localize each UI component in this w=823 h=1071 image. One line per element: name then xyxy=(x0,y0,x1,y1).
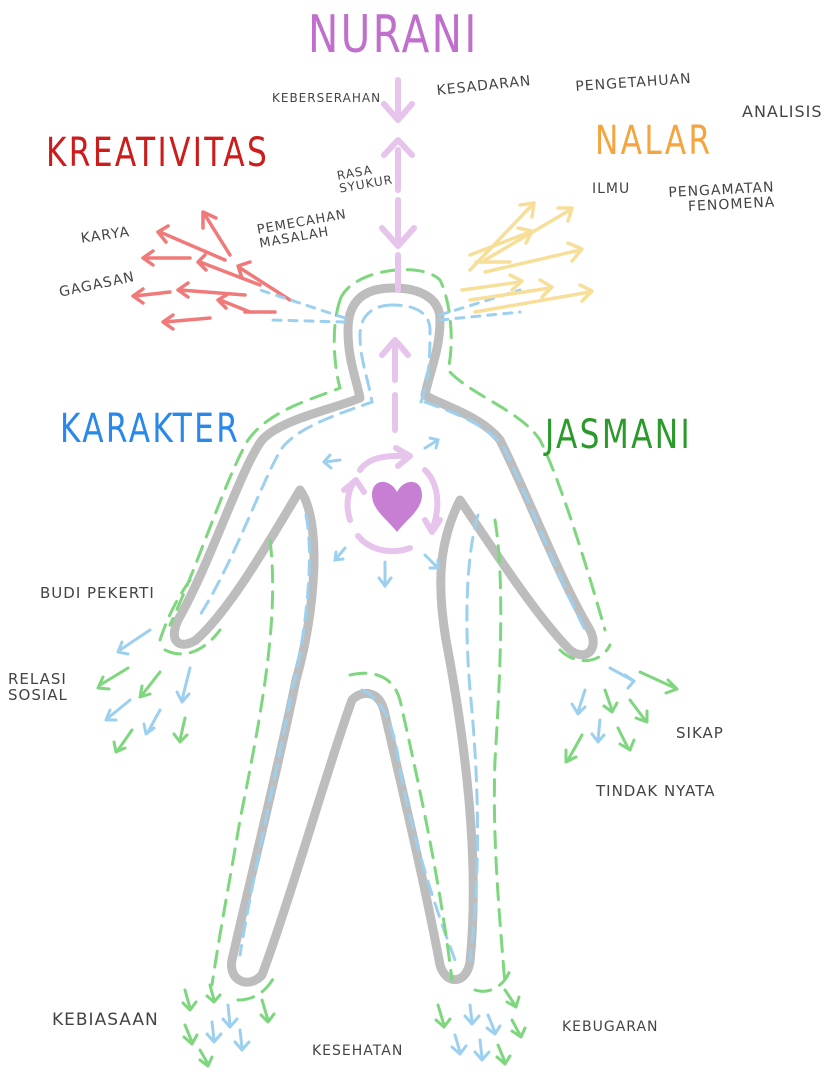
right-foot-arrows xyxy=(436,990,525,1064)
label-tindak-nyata: TINDAK NYATA xyxy=(596,784,716,800)
title-karakter: KARAKTER xyxy=(60,408,240,450)
label-kebiasaan: KEBIASAAN xyxy=(52,1012,159,1030)
heart-icon xyxy=(372,482,422,532)
title-kreativitas: KREATIVITAS xyxy=(46,132,269,174)
label-kebugaran: KEBUGARAN xyxy=(562,1020,659,1035)
body-outline xyxy=(174,288,593,982)
label-pengamatan-fenomena: PENGAMATAN FENOMENA xyxy=(668,180,776,215)
title-nurani: NURANI xyxy=(308,8,479,63)
left-hand-arrows xyxy=(98,630,190,752)
label-ilmu: ILMU xyxy=(592,182,630,197)
heart-group xyxy=(344,448,440,551)
left-foot-arrows xyxy=(183,985,274,1066)
label-sikap: SIKAP xyxy=(676,726,724,742)
label-kesehatan: KESEHATAN xyxy=(312,1044,403,1059)
label-budi-pekerti: BUDI PEKERTI xyxy=(40,586,155,602)
title-nalar: NALAR xyxy=(595,120,713,162)
label-relasi-sosial: RELASI SOSIAL xyxy=(8,672,68,704)
title-jasmani: JASMANI xyxy=(545,414,692,456)
label-keberserahan: KEBERSERAHAN xyxy=(272,92,381,105)
right-hand-arrows xyxy=(566,668,677,762)
nalar-arrows xyxy=(462,203,592,312)
nurani-arrows xyxy=(382,80,414,430)
outer-dashed-outline xyxy=(160,270,610,1000)
label-analisis: ANALISIS xyxy=(742,104,823,121)
